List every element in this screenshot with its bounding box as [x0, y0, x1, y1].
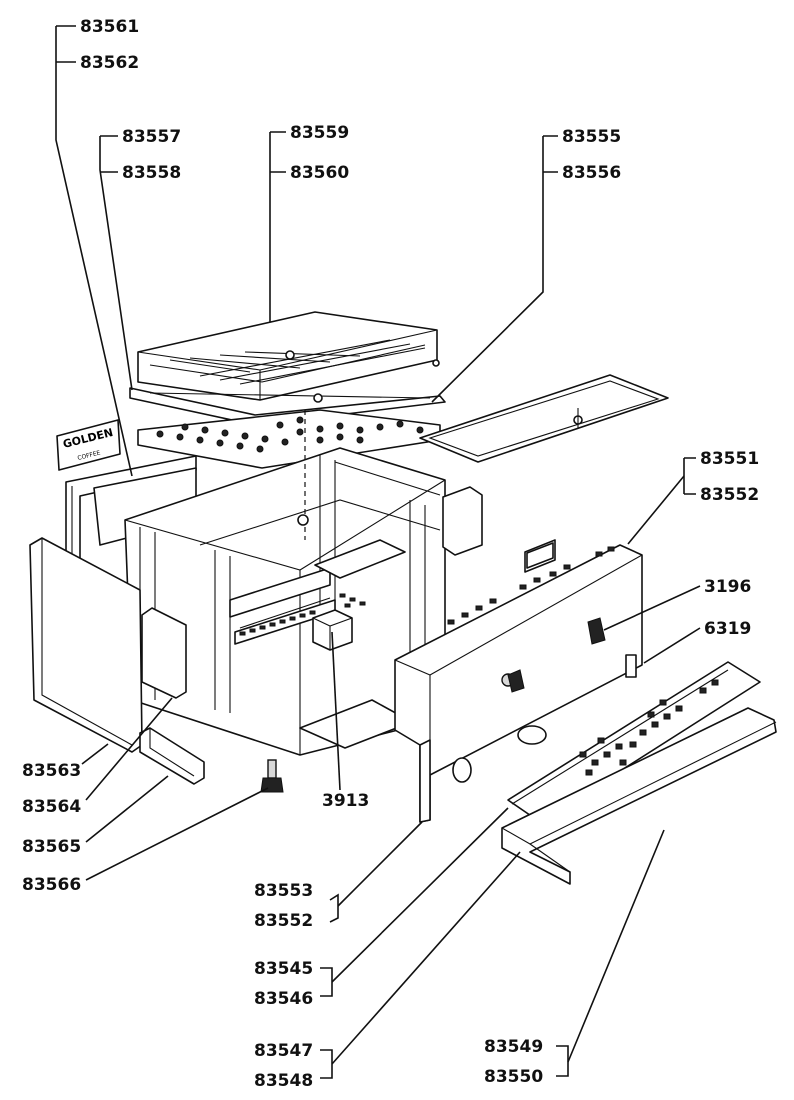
small-plate: [141, 607, 187, 699]
label-83565: 83565: [22, 837, 81, 857]
door-bracket: [442, 486, 483, 556]
label-83551: 83551: [700, 449, 759, 469]
label-83561: 83561: [80, 17, 139, 37]
label-83560: 83560: [290, 163, 349, 183]
label-3913: 3913: [322, 791, 369, 811]
top-tray: [137, 311, 440, 401]
label-83552-top: 83552: [700, 485, 759, 505]
right-chassis: [394, 539, 643, 823]
label-83557: 83557: [122, 127, 181, 147]
label-83562: 83562: [80, 53, 139, 73]
label-83547: 83547: [254, 1041, 313, 1061]
label-83559: 83559: [290, 123, 349, 143]
side-panel-left: [29, 537, 143, 753]
label-6319: 6319: [704, 619, 751, 639]
drip-grate: [137, 393, 441, 469]
label-83545: 83545: [254, 959, 313, 979]
label-83558: 83558: [122, 163, 181, 183]
label-83564: 83564: [22, 797, 81, 817]
label-83550: 83550: [484, 1067, 543, 1087]
chassis-logo: [526, 542, 554, 569]
label-83553: 83553: [254, 881, 313, 901]
label-83552-bottom: 83552: [254, 911, 313, 931]
box-3913: [312, 609, 353, 651]
interior-rails: [229, 539, 406, 645]
top-gasket-frame: [419, 374, 669, 463]
label-83549: 83549: [484, 1037, 543, 1057]
leader-lines: [55, 25, 701, 1079]
label-83555: 83555: [562, 127, 621, 147]
foot-bar: [139, 727, 205, 785]
label-83548: 83548: [254, 1071, 313, 1091]
label-83563: 83563: [22, 761, 81, 781]
perforated-tray: [507, 661, 761, 823]
label-83556: 83556: [562, 163, 621, 183]
drip-pan: [501, 707, 777, 885]
label-83546: 83546: [254, 989, 313, 1009]
label-3196: 3196: [704, 577, 751, 597]
label-83566: 83566: [22, 875, 81, 895]
logo-badge: GOLDEN COFFEE: [56, 419, 121, 471]
leveling-foot: [260, 759, 284, 793]
part-labels: 83561 83562 83557 83558 83559 83560 8355…: [22, 17, 759, 1091]
